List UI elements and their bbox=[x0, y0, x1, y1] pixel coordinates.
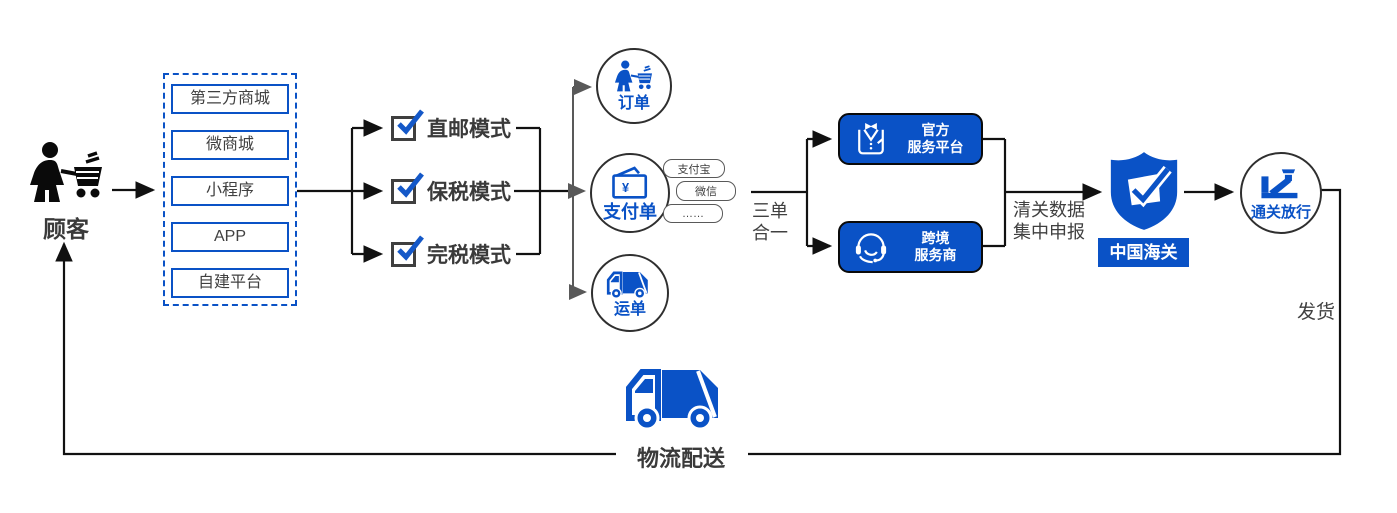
customs-shield-icon bbox=[1110, 152, 1178, 230]
mode-label: 完税模式 bbox=[427, 244, 511, 267]
platform-item-third-party-mall: 第三方商城 bbox=[171, 84, 289, 114]
customs-label: 中国海关 bbox=[1098, 238, 1189, 267]
platform-item-micro-mall: 微商城 bbox=[171, 130, 289, 160]
customer-icon bbox=[30, 142, 102, 202]
clearance-label: 通关放行 bbox=[1250, 203, 1311, 221]
official-service-line1: 官方 bbox=[921, 122, 950, 138]
mode-row-duty-paid: 完税模式 bbox=[391, 234, 511, 268]
mode-row-bonded: 保税模式 bbox=[391, 171, 511, 205]
payment-node: ¥ 支付单 bbox=[590, 153, 670, 233]
logistics-label: 物流配送 bbox=[616, 441, 746, 473]
platform-item-app: APP bbox=[171, 222, 289, 252]
order-label: 订单 bbox=[617, 95, 650, 112]
logistics-truck-icon bbox=[626, 369, 718, 431]
merge-label-line1: 三单 bbox=[752, 201, 788, 221]
payment-method-alipay: 支付宝 bbox=[663, 159, 725, 178]
official-service-line2: 服务平台 bbox=[907, 139, 964, 155]
customs-officer-icon bbox=[1261, 168, 1298, 198]
checkbox-icon bbox=[391, 234, 424, 267]
crossborder-service-line2: 服务商 bbox=[914, 247, 957, 263]
declaration-label: 清关数据 集中申报 bbox=[1013, 199, 1085, 243]
order-icon bbox=[614, 60, 653, 92]
suit-bowtie-icon bbox=[858, 123, 884, 155]
customer-label: 顾客 bbox=[43, 216, 89, 242]
crossborder-service-line1: 跨境 bbox=[921, 230, 950, 246]
shipping-label: 发货 bbox=[1297, 302, 1336, 323]
wallet-icon: ¥ bbox=[612, 166, 648, 199]
platform-item-self-built: 自建平台 bbox=[171, 268, 289, 298]
payment-method-wechat: 微信 bbox=[676, 181, 736, 201]
mode-row-direct-mail: 直邮模式 bbox=[391, 108, 511, 142]
svg-text:¥: ¥ bbox=[622, 180, 630, 195]
declaration-label-line1: 清关数据 bbox=[1013, 200, 1085, 220]
crossborder-service-label: 跨境 服务商 bbox=[898, 230, 981, 264]
order-node: 订单 bbox=[596, 48, 672, 124]
payment-method-more: …… bbox=[663, 204, 723, 223]
crossborder-service-box: 跨境 服务商 bbox=[838, 221, 983, 273]
waybill-node: 运单 bbox=[591, 254, 669, 332]
waybill-label: 运单 bbox=[613, 301, 646, 318]
checkbox-icon bbox=[391, 108, 424, 141]
platform-item-mini-program: 小程序 bbox=[171, 176, 289, 206]
headset-agent-icon bbox=[855, 233, 887, 264]
waybill-truck-icon bbox=[606, 271, 648, 299]
official-service-label: 官方 服务平台 bbox=[898, 122, 981, 156]
official-service-box: 官方 服务平台 bbox=[838, 113, 983, 165]
mode-label: 保税模式 bbox=[427, 181, 511, 204]
checkbox-icon bbox=[391, 171, 424, 204]
platform-panel: 第三方商城 微商城 小程序 APP 自建平台 bbox=[163, 73, 297, 306]
declaration-label-line2: 集中申报 bbox=[1013, 222, 1085, 242]
clearance-node: 通关放行 bbox=[1240, 152, 1322, 234]
mode-label: 直邮模式 bbox=[427, 118, 511, 141]
wire-logistics-return bbox=[55, 241, 616, 456]
merge-label-line2: 合一 bbox=[752, 223, 788, 243]
payment-label: 支付单 bbox=[603, 202, 657, 222]
merge-label: 三单 合一 bbox=[752, 200, 788, 244]
